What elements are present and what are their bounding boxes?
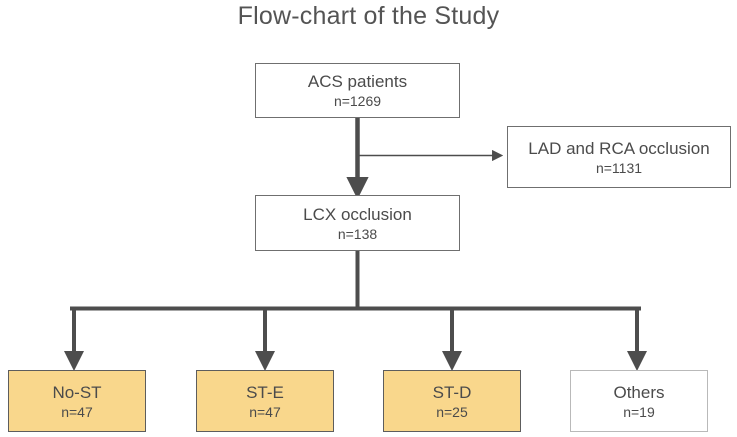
node-acs-patients-label: ACS patients: [307, 72, 408, 91]
node-no-st-count: n=47: [61, 403, 93, 420]
node-lad-rca-occlusion-label: LAD and RCA occlusion: [528, 138, 710, 158]
node-others-count: n=19: [623, 403, 655, 420]
node-st-e: ST-E n=47: [196, 370, 334, 432]
node-st-e-count: n=47: [249, 403, 281, 420]
node-st-d-label: ST-D: [432, 382, 472, 402]
node-lad-rca-occlusion-count: n=1131: [595, 159, 643, 176]
node-others-label: Others: [613, 382, 665, 402]
node-lcx-occlusion-label: LCX occlusion: [303, 204, 412, 224]
node-st-d-count: n=25: [436, 403, 468, 420]
node-others: Others n=19: [570, 370, 708, 432]
node-no-st: No-ST n=47: [8, 370, 146, 432]
page-title: Flow-chart of the Study: [237, 2, 500, 30]
node-acs-patients-count: n=1269: [333, 93, 382, 109]
node-lcx-occlusion: LCX occlusion n=138: [255, 195, 460, 251]
node-acs-patients: ACS patients n=1269: [255, 63, 460, 118]
node-st-d: ST-D n=25: [383, 370, 521, 432]
node-st-e-label: ST-E: [246, 382, 284, 402]
node-lcx-occlusion-count: n=138: [337, 225, 378, 242]
node-no-st-label: No-ST: [52, 382, 102, 402]
node-lad-rca-occlusion: LAD and RCA occlusion n=1131: [507, 126, 731, 188]
